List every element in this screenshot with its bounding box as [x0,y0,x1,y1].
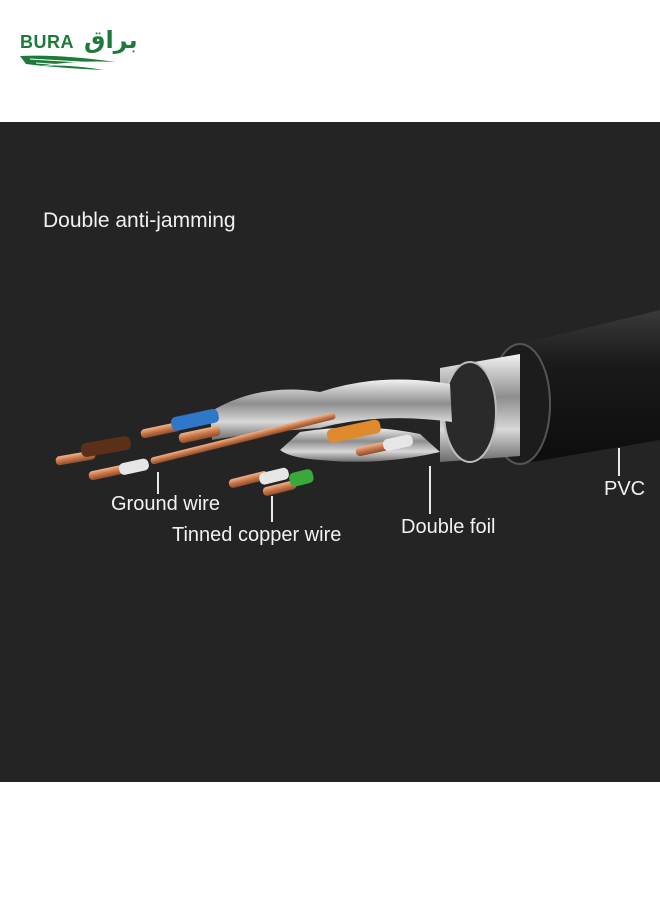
label-pvc: PVC [604,478,646,500]
brand-name-arabic: براق [84,26,138,54]
product-image-panel: Double anti-jamming Ground wire Tinned c… [0,122,660,782]
wire-conductors [55,408,413,496]
cable-cross-section-illustration [55,310,660,522]
foil-pair-lower [280,427,440,462]
brand-logo: BURA براق [18,22,138,74]
wing-swoosh-icon [20,55,116,70]
outer-foil-end [443,361,497,463]
label-ground-wire: Ground wire [111,493,220,515]
label-double-foil: Double foil [401,516,496,538]
figure-title: Double anti-jamming [43,209,236,232]
brand-name-latin: BURA [20,32,74,52]
pvc-jacket [520,310,660,464]
label-tinned-copper-wire: Tinned copper wire [172,524,342,546]
foil-pair-upper [210,379,452,440]
